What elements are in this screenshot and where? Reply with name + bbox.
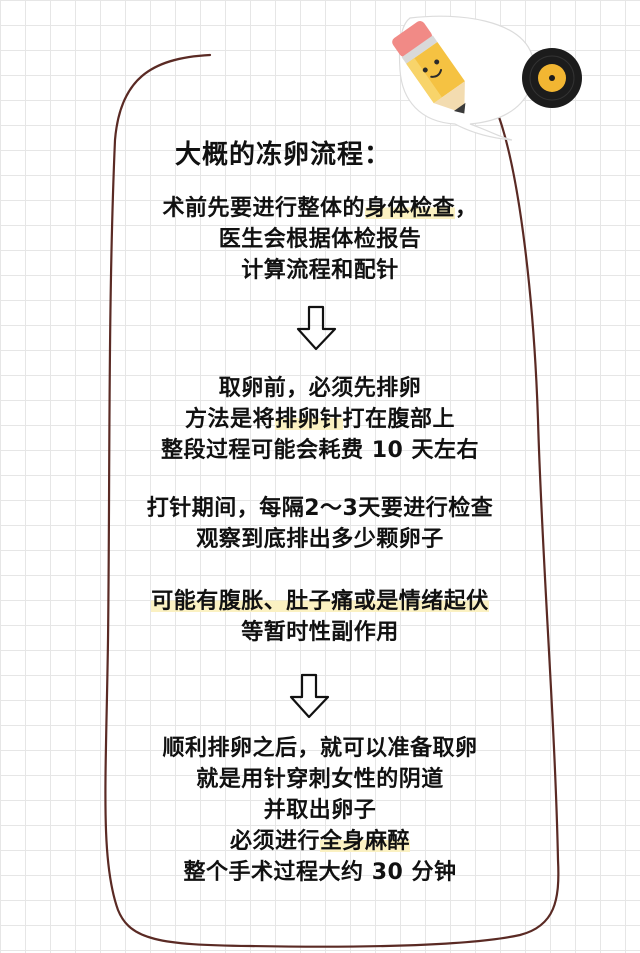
- text-line: 打针期间，每隔2～3天要进行检查: [0, 493, 640, 524]
- text-line: 整段过程可能会耗费 10 天左右: [0, 435, 640, 466]
- text-segment: 打在腹部上: [342, 407, 456, 432]
- text-line: 整个手术过程大约 30 分钟: [0, 857, 640, 888]
- text-line: 顺利排卵之后，就可以准备取卵: [0, 733, 640, 764]
- text-line: 就是用针穿刺女性的阴道: [0, 764, 640, 795]
- text-segment: 必须进行: [229, 829, 320, 854]
- text-segment: 方法是将: [184, 407, 275, 432]
- section-4: 可能有腹胀、肚子痛或是情绪起伏等暂时性副作用: [0, 586, 640, 648]
- highlighted-text: 全身麻醉: [320, 829, 411, 854]
- text-line: 并取出卵子: [0, 795, 640, 826]
- text-segment: 计算流程和配针: [241, 258, 399, 283]
- text-segment: 医生会根据体检报告: [218, 227, 422, 252]
- text-segment: 顺利排卵之后，就可以准备取卵: [162, 736, 478, 761]
- text-segment: 整个手术过程大约 30 分钟: [183, 860, 457, 885]
- text-segment: 打针期间，每隔2～3天要进行检查: [146, 496, 494, 521]
- text-segment: ，: [455, 196, 478, 221]
- highlighted-text: 身体检查: [364, 196, 455, 221]
- page-title: 大概的冻卵流程：: [175, 140, 392, 170]
- text-segment: 等暂时性副作用: [241, 620, 399, 645]
- section-3: 打针期间，每隔2～3天要进行检查观察到底排出多少颗卵子: [0, 493, 640, 555]
- down-arrow-icon: [289, 673, 330, 719]
- text-line: 观察到底排出多少颗卵子: [0, 524, 640, 555]
- text-line: 等暂时性副作用: [0, 617, 640, 648]
- text-segment: 取卵前，必须先排卵: [218, 376, 422, 401]
- down-arrow-icon: [296, 305, 337, 351]
- text-line: 术前先要进行整体的身体检查，: [0, 193, 640, 224]
- text-segment: 并取出卵子: [263, 798, 377, 823]
- vinyl-record-icon: [522, 48, 582, 108]
- text-line: 医生会根据体检报告: [0, 224, 640, 255]
- section-5: 顺利排卵之后，就可以准备取卵就是用针穿刺女性的阴道并取出卵子必须进行全身麻醉整个…: [0, 733, 640, 888]
- highlighted-text: 排卵针: [274, 407, 343, 432]
- pencil-icon: [392, 21, 466, 114]
- text-segment: 就是用针穿刺女性的阴道: [196, 767, 444, 792]
- text-line: 可能有腹胀、肚子痛或是情绪起伏: [0, 586, 640, 617]
- text-segment: 整段过程可能会耗费 10 天左右: [161, 438, 479, 463]
- text-line: 计算流程和配针: [0, 255, 640, 286]
- text-line: 必须进行全身麻醉: [0, 826, 640, 857]
- text-line: 取卵前，必须先排卵: [0, 373, 640, 404]
- text-segment: 术前先要进行整体的: [162, 196, 365, 221]
- text-segment: 观察到底排出多少颗卵子: [196, 527, 444, 552]
- section-2: 取卵前，必须先排卵方法是将排卵针打在腹部上整段过程可能会耗费 10 天左右: [0, 373, 640, 466]
- decoration-group: [392, 15, 582, 141]
- highlighted-text: 可能有腹胀、肚子痛或是情绪起伏: [151, 589, 489, 614]
- text-line: 方法是将排卵针打在腹部上: [0, 404, 640, 435]
- section-1: 术前先要进行整体的身体检查， 医生会根据体检报告计算流程和配针: [0, 193, 640, 286]
